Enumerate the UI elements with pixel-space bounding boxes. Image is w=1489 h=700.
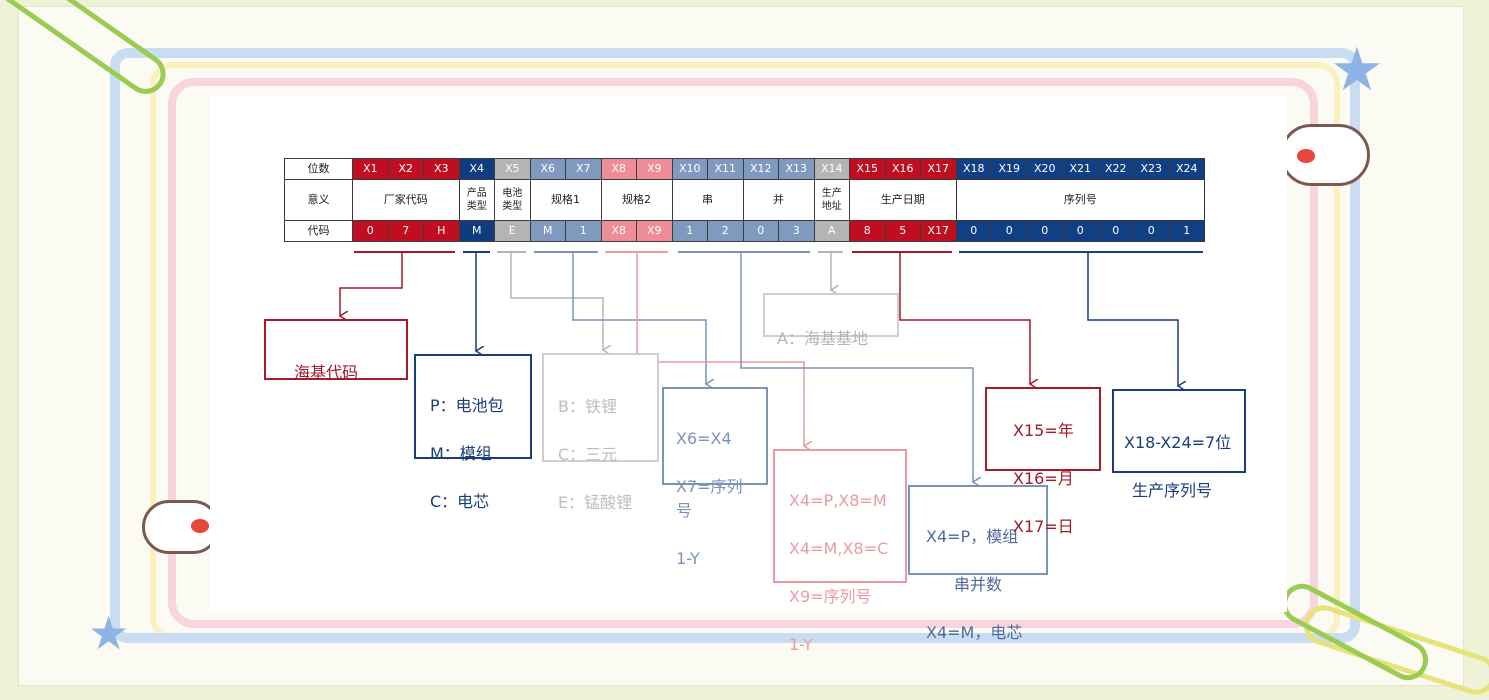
box-line: X4=M,X8=C: [789, 539, 889, 558]
code-cell: 0: [955, 220, 992, 242]
code-cell: 7: [387, 220, 424, 242]
row-header: 位数: [284, 158, 353, 180]
meaning-cell: 电池类型: [494, 179, 531, 221]
code-cell: 2: [707, 220, 744, 242]
position-cell: X13: [778, 158, 815, 180]
position-cell: X12: [742, 158, 779, 180]
position-cell: X4: [458, 158, 495, 180]
decorative-border-pink: [168, 78, 1318, 628]
position-row: 位数 X1 X2 X3 X4 X5 X6 X7 X8 X9 X10 X11 X1…: [284, 158, 1205, 180]
meaning-cell: 序列号: [955, 179, 1205, 221]
code-cell: 0: [1097, 220, 1134, 242]
series-parallel-box: X4=P，模组 串并数 X4=M，电芯: [908, 485, 1048, 642]
box-line: X17=日: [1013, 517, 1074, 536]
box-line: C：三元: [558, 445, 618, 464]
code-cell: E: [494, 220, 531, 242]
box-line: 1-Y: [676, 549, 700, 568]
position-cell: X21: [1062, 158, 1099, 180]
meaning-line: 电池: [502, 188, 523, 199]
box-line: X15=年: [1013, 421, 1074, 440]
box-line: X4=P，模组: [926, 527, 1019, 546]
code-cell: A: [813, 220, 850, 242]
box-line: 生产序列号: [1132, 481, 1213, 500]
meaning-line: 类型: [502, 201, 523, 212]
box-line: C：电芯: [430, 492, 490, 511]
star-icon: ★: [1330, 35, 1384, 105]
row-header: 意义: [284, 179, 353, 221]
cloud-icon: [142, 500, 220, 554]
position-cell: X17: [920, 158, 957, 180]
box-line: E：锰酸锂: [558, 493, 633, 512]
position-cell: X18: [955, 158, 992, 180]
meaning-cell: 串: [671, 179, 744, 221]
serial-box: X18-X24=7位 生产序列号: [1112, 389, 1246, 500]
box-line: X9=序列号: [789, 587, 872, 606]
product-type-box: P：电池包 M：模组 C：电芯: [414, 354, 532, 511]
code-cell: 1: [565, 220, 602, 242]
code-cell: 8: [849, 220, 886, 242]
code-cell: 3: [778, 220, 815, 242]
code-cell: 0: [1062, 220, 1099, 242]
spec2-box: X4=P,X8=M X4=M,X8=C X9=序列号 1-Y: [773, 449, 907, 654]
box-line: 串并数: [954, 575, 1003, 594]
box-line: M：模组: [430, 444, 492, 463]
meaning-line: 类型: [466, 201, 487, 212]
position-cell: X6: [529, 158, 566, 180]
cloud-icon: [1280, 124, 1370, 186]
position-cell: X24: [1168, 158, 1205, 180]
spec1-box: X6=X4 X7=序列号 1-Y: [662, 387, 768, 568]
box-line: X4=P,X8=M: [789, 491, 887, 510]
code-structure-table: 位数 X1 X2 X3 X4 X5 X6 X7 X8 X9 X10 X11 X1…: [284, 158, 1205, 242]
box-line: P：电池包: [430, 396, 504, 415]
position-cell: X7: [565, 158, 602, 180]
meaning-cell: 厂家代码: [352, 179, 460, 221]
box-line: X6=X4: [676, 429, 732, 448]
box-line: X16=月: [1013, 469, 1074, 488]
code-cell: 5: [884, 220, 921, 242]
meaning-cell: 生产日期: [849, 179, 957, 221]
code-cell: 1: [1168, 220, 1205, 242]
code-cell: 1: [671, 220, 708, 242]
code-cell: X8: [600, 220, 637, 242]
meaning-line: 地址: [821, 201, 842, 212]
meaning-line: 产品: [466, 188, 487, 199]
battery-type-box: B：铁锂 C：三元 E：锰酸锂: [542, 353, 659, 512]
code-cell: M: [529, 220, 566, 242]
meaning-line: 生产: [821, 188, 842, 199]
position-cell: X2: [387, 158, 424, 180]
position-cell: X8: [600, 158, 637, 180]
code-row: 代码 0 7 H M E M 1 X8 X9 1 2 0 3 A 8 5 X17…: [284, 220, 1205, 242]
meaning-cell: 生产地址: [813, 179, 850, 221]
date-box: X15=年 X16=月 X17=日: [985, 387, 1101, 536]
code-cell: X9: [636, 220, 673, 242]
box-line: X7=序列号: [676, 477, 743, 520]
box-line: X18-X24=7位: [1124, 433, 1232, 452]
position-cell: X14: [813, 158, 850, 180]
position-cell: X19: [991, 158, 1028, 180]
row-header: 代码: [284, 220, 353, 242]
position-cell: X11: [707, 158, 744, 180]
decorative-border-blue: [110, 48, 1360, 643]
meaning-row: 意义 厂家代码 产品类型 电池类型 规格1 规格2 串 并 生产地址 生产日期 …: [284, 179, 1205, 221]
box-line: X4=M，电芯: [926, 623, 1023, 642]
meaning-cell: 规格1: [529, 179, 602, 221]
location-box: A：海基基地: [763, 293, 899, 348]
meaning-cell: 产品类型: [458, 179, 495, 221]
box-line: B：铁锂: [558, 397, 617, 416]
box-line: 海基代码: [294, 363, 359, 382]
code-cell: X17: [920, 220, 957, 242]
position-cell: X16: [884, 158, 921, 180]
box-line: A：海基基地: [777, 329, 868, 348]
code-cell: 0: [1133, 220, 1170, 242]
star-icon: ★: [88, 606, 130, 660]
code-cell: 0: [742, 220, 779, 242]
code-cell: 0: [352, 220, 389, 242]
manufacturer-code-box: 海基代码: [264, 319, 408, 382]
box-line: 1-Y: [789, 635, 813, 654]
code-cell: 0: [1026, 220, 1063, 242]
